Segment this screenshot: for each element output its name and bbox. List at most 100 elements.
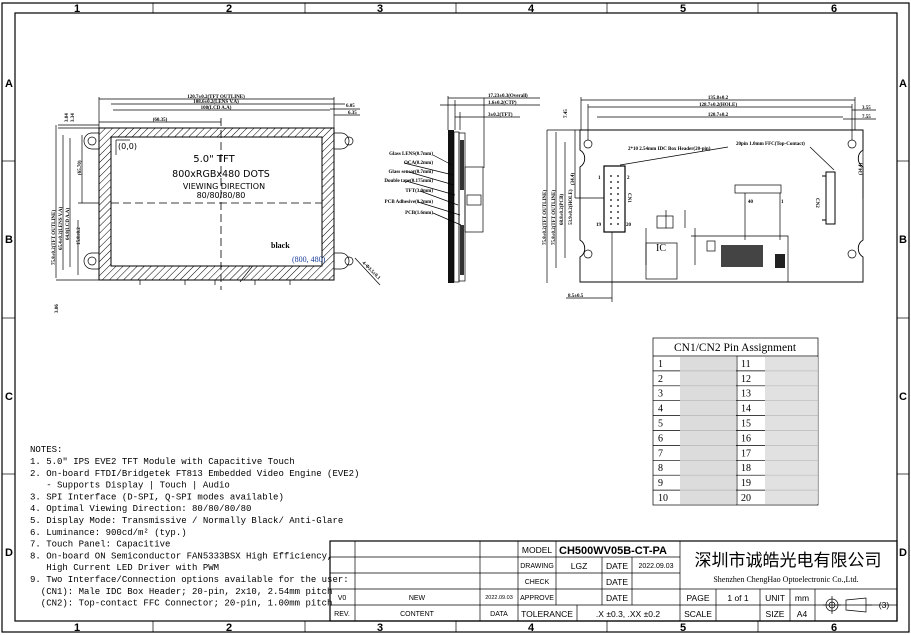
rev-header: REV. xyxy=(334,611,350,618)
company-name-cn: 深圳市诚皓光电有限公司 xyxy=(695,551,882,571)
note-line: 8. On-board ON Semiconductor FAN5333BSX … xyxy=(30,551,332,561)
dim-hole-diameter: 4-Φ3.5±0.1 xyxy=(361,261,382,282)
dim-bottom: 3.06 xyxy=(55,304,60,313)
title-block: MODEL CH500WV05B-CT-PA DRAWING LGZ DATE … xyxy=(329,540,898,622)
dim-back-pcb-height: 68.8±0.2(PCB) xyxy=(560,194,565,225)
fpc-pin-label: 1 xyxy=(781,200,784,205)
note-line: High Current LED Driver with PWM xyxy=(30,563,219,573)
note-line: (CN1): Male IDC Box Header; 20-pin, 2x10… xyxy=(30,587,332,597)
model-number: CH500WV05B-CT-PA xyxy=(559,545,667,557)
cn1-pin-label: 1 xyxy=(598,176,601,181)
cn1-callout: 2*10 2.54mm IDC Box Header(20-pin) xyxy=(628,147,711,152)
dim-overall-thickness: 17.23±0.3(Overall) xyxy=(488,94,528,99)
pin-number: 15 xyxy=(741,419,751,430)
date-label: DATE xyxy=(606,561,628,571)
pin-number: 7 xyxy=(658,448,663,459)
layer-label: Double tape(0.175mm) xyxy=(384,179,433,184)
scale-label: SCALE xyxy=(684,609,712,619)
column-label: 4 xyxy=(528,622,535,634)
layer-label: Glass sensor(0.7mm) xyxy=(389,170,434,175)
column-label: 6 xyxy=(831,622,837,634)
column-label: 2 xyxy=(226,622,232,634)
dim-center-x: (60.35) xyxy=(153,118,168,123)
pin-number: 13 xyxy=(741,389,751,400)
date-label: DATE xyxy=(606,577,628,587)
note-line: (CN2): Top-contact FFC Connector; 20-pin… xyxy=(30,599,332,609)
column-label: 5 xyxy=(680,622,686,634)
pin-number: 2 xyxy=(658,374,663,385)
layer-label: PCB Adhesive(0.2mm) xyxy=(385,200,434,205)
pin-number: 16 xyxy=(741,433,751,444)
mounting-holes xyxy=(83,132,354,270)
size-value: A4 xyxy=(797,609,808,619)
dim-lens-va-width: 108.6±0.2(LENS V.A) xyxy=(193,100,239,105)
drawing-date: 2022.09.03 xyxy=(638,563,673,570)
drawing-label: DRAWING xyxy=(520,563,554,570)
pin-number: 5 xyxy=(658,419,663,430)
column-label: 4 xyxy=(528,3,535,15)
dim-back-top: 7.45 xyxy=(564,109,569,118)
layer-label: PCB(1.6mm) xyxy=(405,211,433,216)
dim-lcd-aa-width: 108(LCD A.A) xyxy=(201,106,232,111)
column-label: 1 xyxy=(74,3,80,15)
cn1-pin-array xyxy=(610,175,619,225)
pin-number: 8 xyxy=(658,463,663,474)
dim-tft-outline-width: 120.7±0.2(TFT OUTLINE) xyxy=(187,95,245,100)
content-header: CONTENT xyxy=(400,611,435,618)
dim-cn1-x: 8.5±0.5 xyxy=(568,294,584,299)
dim-ctp-thickness: 1.6±0.2(CTP) xyxy=(488,101,517,106)
pin-number: 17 xyxy=(741,448,751,459)
cn2-label: CN2 xyxy=(814,198,819,208)
back-view: 135.8±0.2 128.7±0.2(HOLE) 120.7±0.2 3.55… xyxy=(547,96,876,302)
column-label: 1 xyxy=(74,622,80,634)
revision: V0 xyxy=(338,595,347,602)
pin-number: 19 xyxy=(741,478,751,489)
pin-number: 9 xyxy=(658,478,663,489)
black-label: black xyxy=(271,241,290,250)
pin-number: 6 xyxy=(658,433,663,444)
dim-top-1: 3.04 xyxy=(65,113,70,122)
note-line: 6. Luminance: 900cd/m² (typ.) xyxy=(30,528,187,538)
dim-back-outer-width: 135.8±0.2 xyxy=(708,96,729,101)
unit-value: mm xyxy=(795,593,809,603)
dim-center-y: (65.70) xyxy=(78,160,83,175)
dim-back-hole-width: 128.7±0.2(HOLE) xyxy=(699,103,737,108)
tolerance-value: .X ±0.3, .XX ±0.2 xyxy=(596,609,660,619)
tolerance-label: TOLERANCE xyxy=(521,609,573,619)
projection-label: (3) xyxy=(879,600,890,610)
dim-back-hole-height: 53.9±0.2(HOLE) xyxy=(569,189,574,225)
revision-content: NEW xyxy=(409,595,426,602)
dim-offset-1: 6.05 xyxy=(346,104,355,109)
column-label: 6 xyxy=(831,3,837,15)
pin-number: 1 xyxy=(658,359,663,370)
dim-cn1-y: (34.4) xyxy=(571,173,576,185)
notes: NOTES: 1. 5.0" IPS EVE2 TFT Module with … xyxy=(30,445,359,609)
row-label: B xyxy=(5,234,13,246)
third-angle-projection-icon xyxy=(823,596,872,614)
row-label: C xyxy=(5,391,13,403)
pin-number: 18 xyxy=(741,463,751,474)
dim-back-inner-width: 120.7±0.2 xyxy=(708,113,729,118)
column-label: 2 xyxy=(226,3,232,15)
row-label: D xyxy=(5,547,13,559)
note-line: 5. Display Mode: Transmissive / Normally… xyxy=(30,516,343,526)
check-label: CHECK xyxy=(525,579,550,586)
viewing-direction-value: 80/80/80/80 xyxy=(197,191,246,200)
redacted-pin-names-left xyxy=(680,357,736,504)
notes-title: NOTES: xyxy=(30,445,62,455)
side-view: 75.8±0.2(TFT OUTLINE) 17.23±0.3(Overall)… xyxy=(384,94,548,283)
layer-label: Glass LENS(0.7mm) xyxy=(389,152,433,157)
note-line: 9. Two Interface/Connection options avai… xyxy=(30,575,349,585)
dim-top-2: 3.34 xyxy=(71,113,76,122)
fpc-pin-label: 40 xyxy=(748,200,754,205)
cn2-callout: 20pin 1.0mm FFC(Top-Contact) xyxy=(736,142,805,147)
column-label: 3 xyxy=(377,3,383,15)
dim-back-outline-height: 75.8±0.2(TFT OUTLINE) xyxy=(552,190,557,245)
cn1-label: CN1 xyxy=(626,193,631,203)
pin-number: 12 xyxy=(741,374,751,385)
pin-table-title: CN1/CN2 Pin Assignment xyxy=(674,342,797,354)
column-label: 3 xyxy=(377,622,383,634)
note-line: 4. Optimal Viewing Direction: 80/80/80/8… xyxy=(30,504,251,514)
